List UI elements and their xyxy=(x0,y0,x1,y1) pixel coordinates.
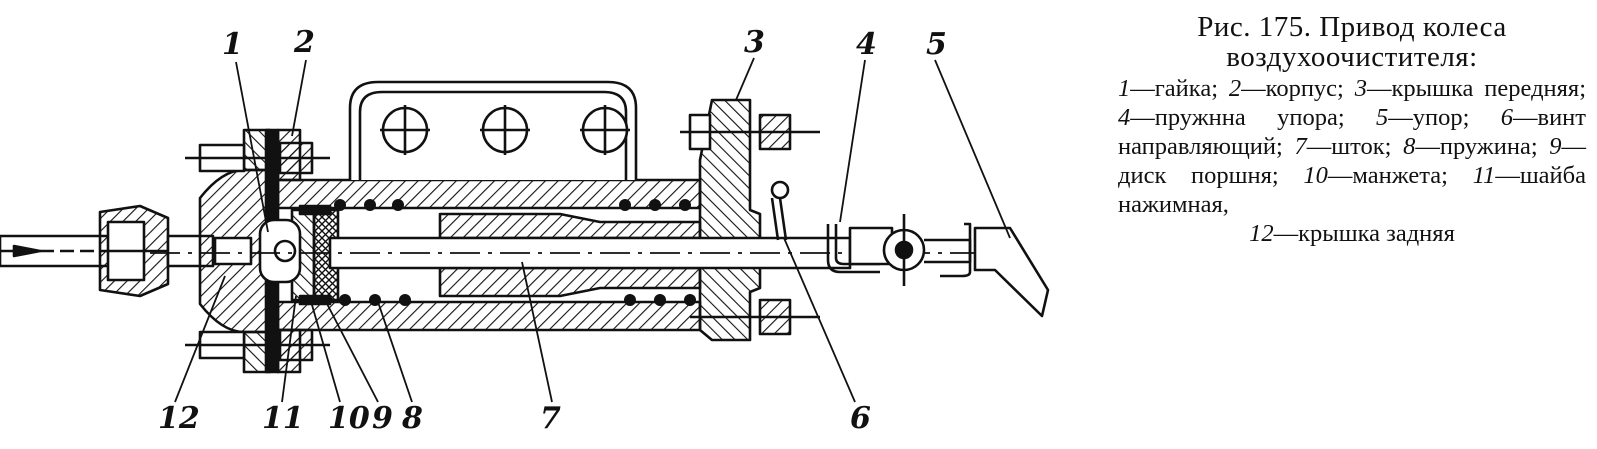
callout-5: 5 xyxy=(926,27,947,62)
callout-4: 4 xyxy=(856,27,877,62)
guide-screw xyxy=(770,180,790,241)
callout-11: 11 xyxy=(262,401,304,436)
callout-2: 2 xyxy=(294,25,315,60)
callout-10: 10 xyxy=(328,401,370,436)
callout-7: 7 xyxy=(540,401,561,436)
piston-rod xyxy=(150,236,1000,270)
guide-sleeves xyxy=(438,212,702,298)
rear-cover xyxy=(198,128,272,374)
legend-item: 8—пружина; xyxy=(1403,133,1538,160)
legend-item: 12—крышка задняя xyxy=(1249,220,1455,247)
callout-1: 1 xyxy=(222,27,243,62)
caption-title-line1: Рис. 175. Привод колеса xyxy=(1197,11,1507,43)
callout-8: 8 xyxy=(402,401,423,436)
legend-item: 4—пружнна упора; xyxy=(1118,104,1345,131)
legend-item: 7—шток; xyxy=(1294,133,1392,160)
cylinder-section-drawing xyxy=(0,57,1050,403)
leader-lines xyxy=(174,57,1011,403)
caption-legend: 1—гайка; 2—корпус; 3—крышка передняя; 4—… xyxy=(1118,74,1586,248)
legend-item: 2—корпус; xyxy=(1228,75,1344,102)
caption-title: Рис. 175. Привод колеса воздухоочистител… xyxy=(1118,12,1586,72)
mounting-bracket xyxy=(348,80,638,180)
stop-spring xyxy=(826,224,880,274)
legend-item: 9—диск поршня; xyxy=(1118,133,1587,189)
legend-item: 11—шайба нажимная, xyxy=(1118,162,1587,218)
spring-coils xyxy=(334,199,696,306)
inlet-pipe xyxy=(0,234,112,268)
callout-3: 3 xyxy=(744,25,765,60)
legend-item: 1—гайка; xyxy=(1118,75,1218,102)
figure-caption: Рис. 175. Привод колеса воздухоочистител… xyxy=(1118,12,1586,248)
front-cover xyxy=(680,98,820,342)
stop-lever xyxy=(973,226,1050,318)
legend-item: 10—манжета; xyxy=(1303,162,1448,189)
caption-title-line2: воздухоочистителя: xyxy=(1226,41,1478,73)
legend-item: 5—упор; xyxy=(1375,104,1470,131)
callout-12: 12 xyxy=(158,401,200,436)
callout-9: 9 xyxy=(372,401,393,436)
yoke xyxy=(848,214,972,286)
legend-item: 3—крышка передняя; xyxy=(1354,75,1587,102)
callout-6: 6 xyxy=(850,401,871,436)
legend-item: 6—винт направляющий; xyxy=(1118,104,1586,160)
union-nut xyxy=(98,204,215,298)
